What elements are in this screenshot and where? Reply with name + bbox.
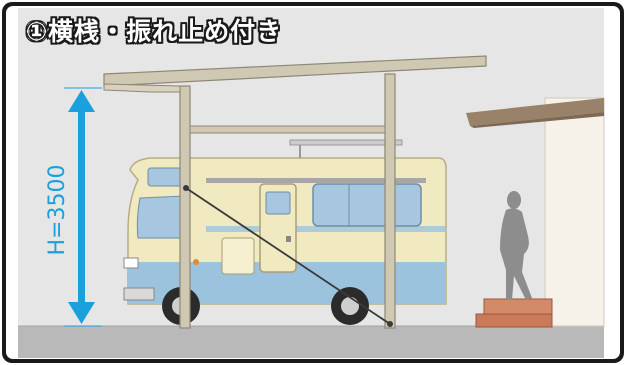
ground — [18, 326, 604, 358]
height-dimension — [64, 87, 102, 327]
person-silhouette — [500, 191, 532, 300]
carport-structure — [103, 55, 487, 329]
motorhome — [123, 139, 447, 325]
horizontal-crossbar — [189, 125, 386, 134]
height-label: H=3500 — [45, 165, 70, 256]
roof-beam — [103, 55, 487, 87]
building-wall — [544, 97, 605, 327]
right-post — [384, 73, 396, 329]
building-eave — [466, 98, 604, 126]
brace-wire — [185, 187, 391, 325]
left-post — [179, 85, 191, 329]
entrance-steps — [475, 298, 553, 328]
title: ①横桟・振れ止め付き — [26, 17, 283, 46]
